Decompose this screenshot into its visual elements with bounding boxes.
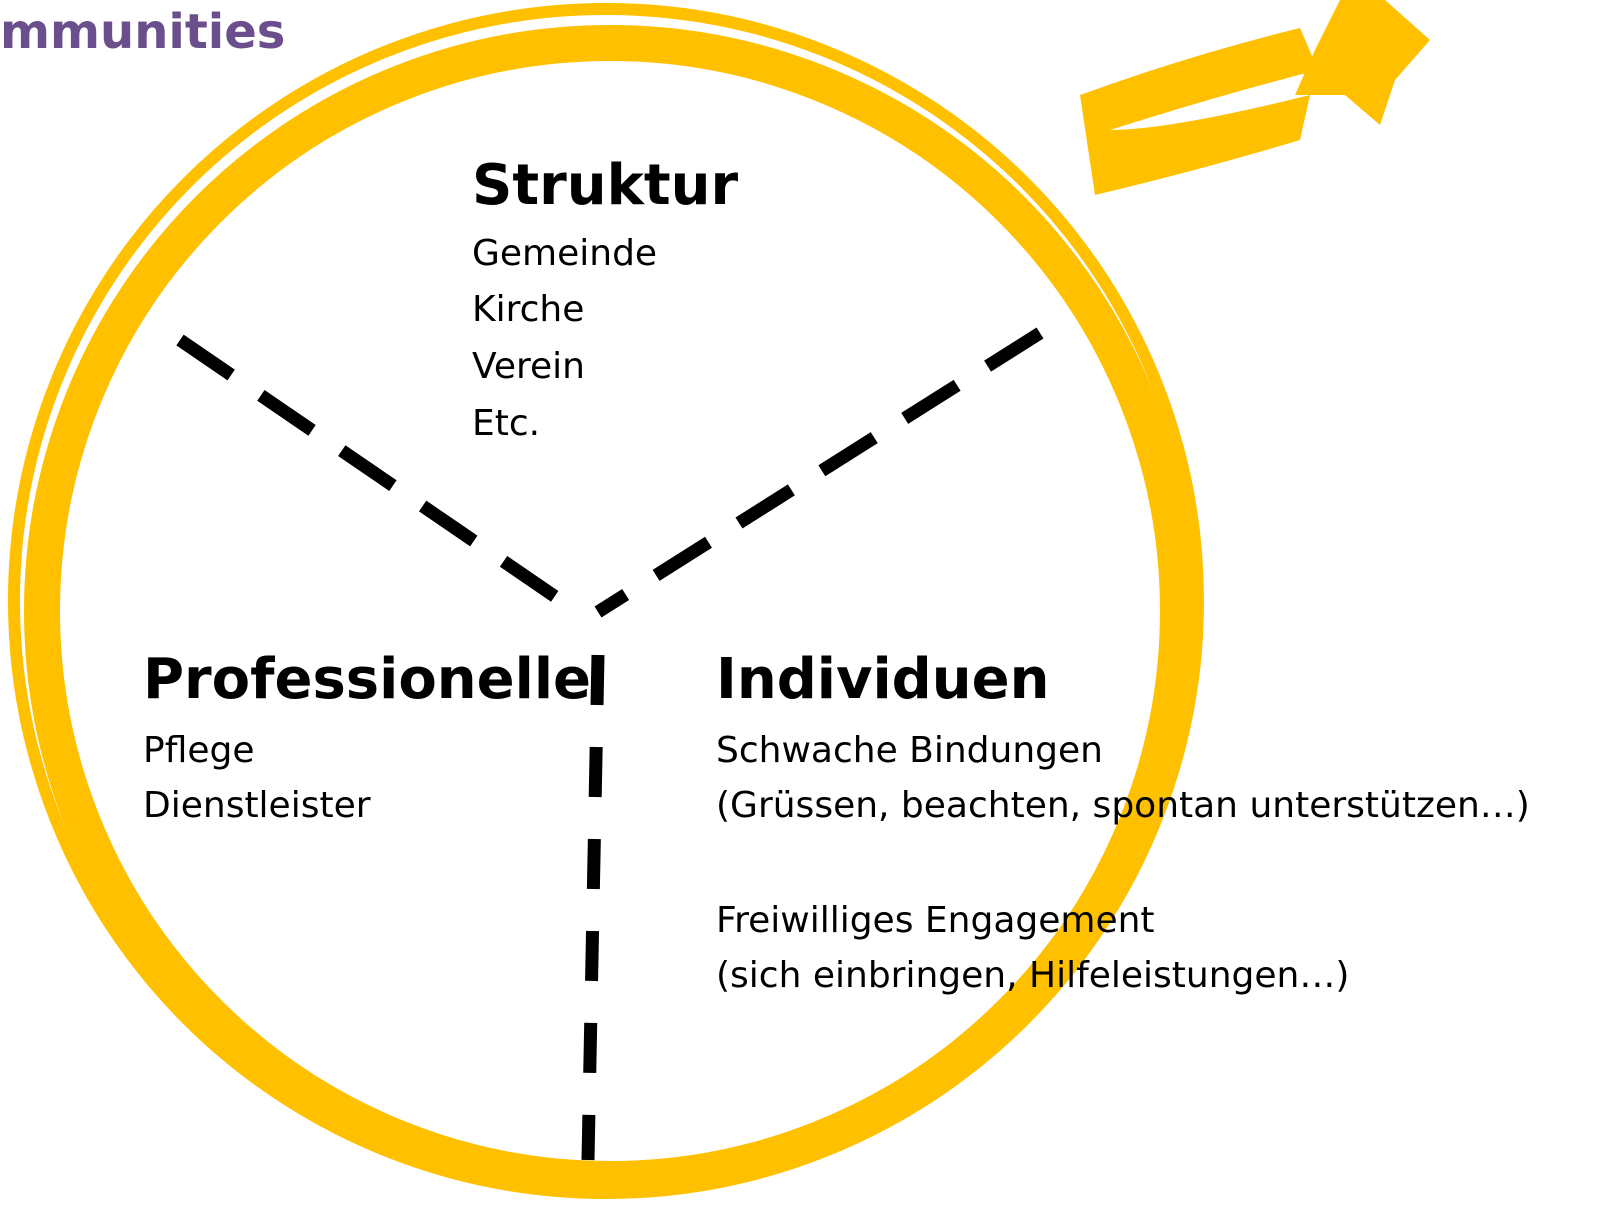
struktur-heading: Struktur (472, 153, 739, 218)
struktur-item-gemeinde: Gemeinde (472, 233, 658, 274)
struktur-item-verein: Verein (472, 346, 585, 387)
individuen-item-schwache-bindungen: Schwache Bindungen (716, 730, 1103, 771)
professionelle-item-pflege: Pflege (143, 730, 255, 771)
divider-bottom (581, 654, 605, 1161)
professionelle-heading: Professionelle (143, 647, 592, 712)
divider-left (176, 334, 567, 608)
dividers (176, 327, 1044, 1161)
star-body (1295, 0, 1430, 125)
individuen-heading: Individuen (716, 647, 1050, 712)
star-trail (1080, 28, 1318, 195)
individuen-item-freiwilliges-engagement: Freiwilliges Engagement (716, 900, 1155, 941)
divider-right (594, 327, 1044, 618)
individuen-item-freiwilliges-engagement-detail: (sich einbringen, Hilfeleistungen…) (716, 955, 1350, 996)
inner-ring (24, 25, 1196, 1197)
struktur-item-etc: Etc. (472, 403, 541, 444)
page-title: mmunities (0, 4, 286, 60)
individuen-item-schwache-bindungen-detail: (Grüssen, beachten, spontan unterstützen… (716, 785, 1530, 826)
shooting-star-icon (1080, 0, 1430, 195)
professionelle-item-dienstleister: Dienstleister (143, 785, 371, 826)
struktur-item-kirche: Kirche (472, 289, 585, 330)
